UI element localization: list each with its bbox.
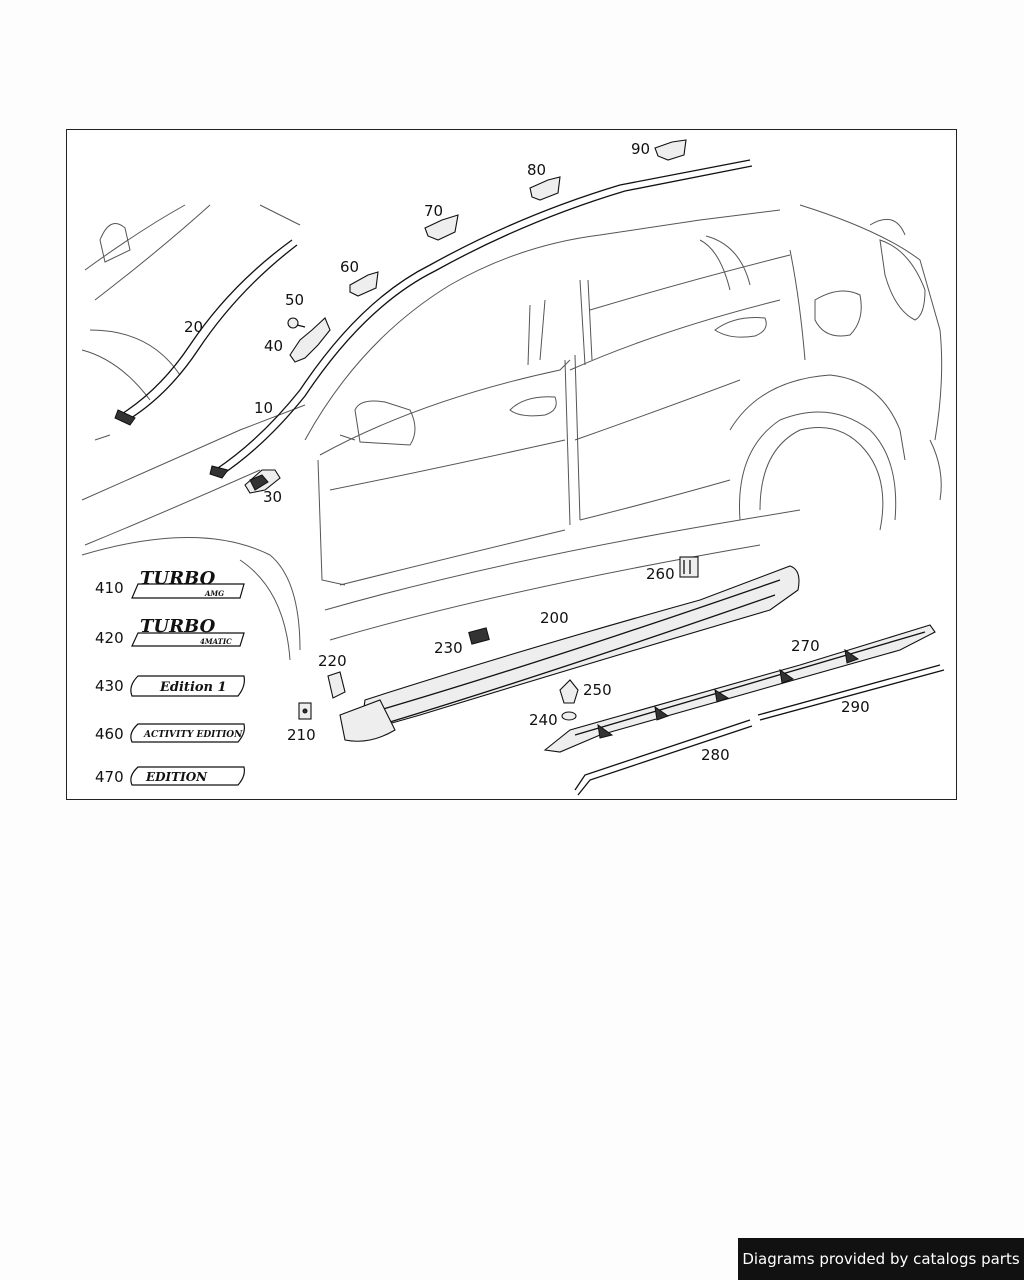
callout-430: 430 (95, 677, 124, 695)
clip-30 (244, 469, 281, 494)
callout-40: 40 (264, 337, 283, 355)
badge-470-text: EDITION (145, 770, 208, 784)
badge-460-text: ACTIVITY EDITION (143, 730, 243, 740)
callout-420: 420 (95, 629, 124, 647)
clip-40 (289, 317, 331, 363)
callout-80: 80 (527, 161, 546, 179)
callout-10: 10 (254, 399, 273, 417)
badge-410-sub: AMG (204, 589, 224, 598)
badge-430-text: Edition 1 (159, 680, 227, 695)
callout-230: 230 (434, 639, 463, 657)
callout-270: 270 (791, 637, 820, 655)
badge-420: TURBO 4MATIC (131, 616, 245, 647)
clip-70 (424, 214, 459, 241)
clip-220 (327, 671, 346, 699)
clip-60 (349, 271, 379, 297)
clip-90 (654, 139, 687, 161)
clip-80 (529, 176, 561, 201)
callout-280: 280 (701, 746, 730, 764)
footer-text: Diagrams provided by catalogs parts (742, 1250, 1020, 1268)
callout-210: 210 (287, 726, 316, 744)
callout-410: 410 (95, 579, 124, 597)
callout-220: 220 (318, 652, 347, 670)
callout-200: 200 (540, 609, 569, 627)
callout-60: 60 (340, 258, 359, 276)
clip-260 (679, 556, 699, 578)
clip-240 (561, 711, 577, 721)
callout-260: 260 (646, 565, 675, 583)
part-280-strip (574, 719, 753, 796)
clip-50 (287, 317, 306, 329)
badge-410-main: TURBO (140, 568, 216, 589)
callout-50: 50 (285, 291, 304, 309)
callout-290: 290 (841, 698, 870, 716)
badge-470: EDITION (130, 766, 245, 786)
badge-230 (468, 627, 490, 645)
badge-420-sub: 4MATIC (200, 637, 232, 646)
clip-250 (559, 679, 579, 704)
part-290-strip (757, 664, 945, 721)
callout-70: 70 (424, 202, 443, 220)
part-200-running-board (339, 565, 800, 742)
footer-credit: Diagrams provided by catalogs parts (738, 1238, 1024, 1280)
badge-420-main: TURBO (140, 616, 216, 637)
clip-210 (298, 702, 312, 720)
callout-240: 240 (529, 711, 558, 729)
callout-460: 460 (95, 725, 124, 743)
part-270-sill-cover (543, 624, 936, 753)
part-10-molding (209, 159, 753, 479)
vehicle-outline (81, 204, 943, 661)
callout-30: 30 (263, 488, 282, 506)
callout-250: 250 (583, 681, 612, 699)
part-20-strip (114, 239, 298, 426)
badge-410: TURBO AMG (131, 568, 245, 599)
callout-470: 470 (95, 768, 124, 786)
callout-20: 20 (184, 318, 203, 336)
badge-460: ACTIVITY EDITION (130, 723, 245, 743)
callout-labels: 10 20 30 40 50 60 70 80 90 200 210 220 2… (95, 140, 870, 786)
callout-90: 90 (631, 140, 650, 158)
badge-430: Edition 1 (130, 675, 245, 697)
